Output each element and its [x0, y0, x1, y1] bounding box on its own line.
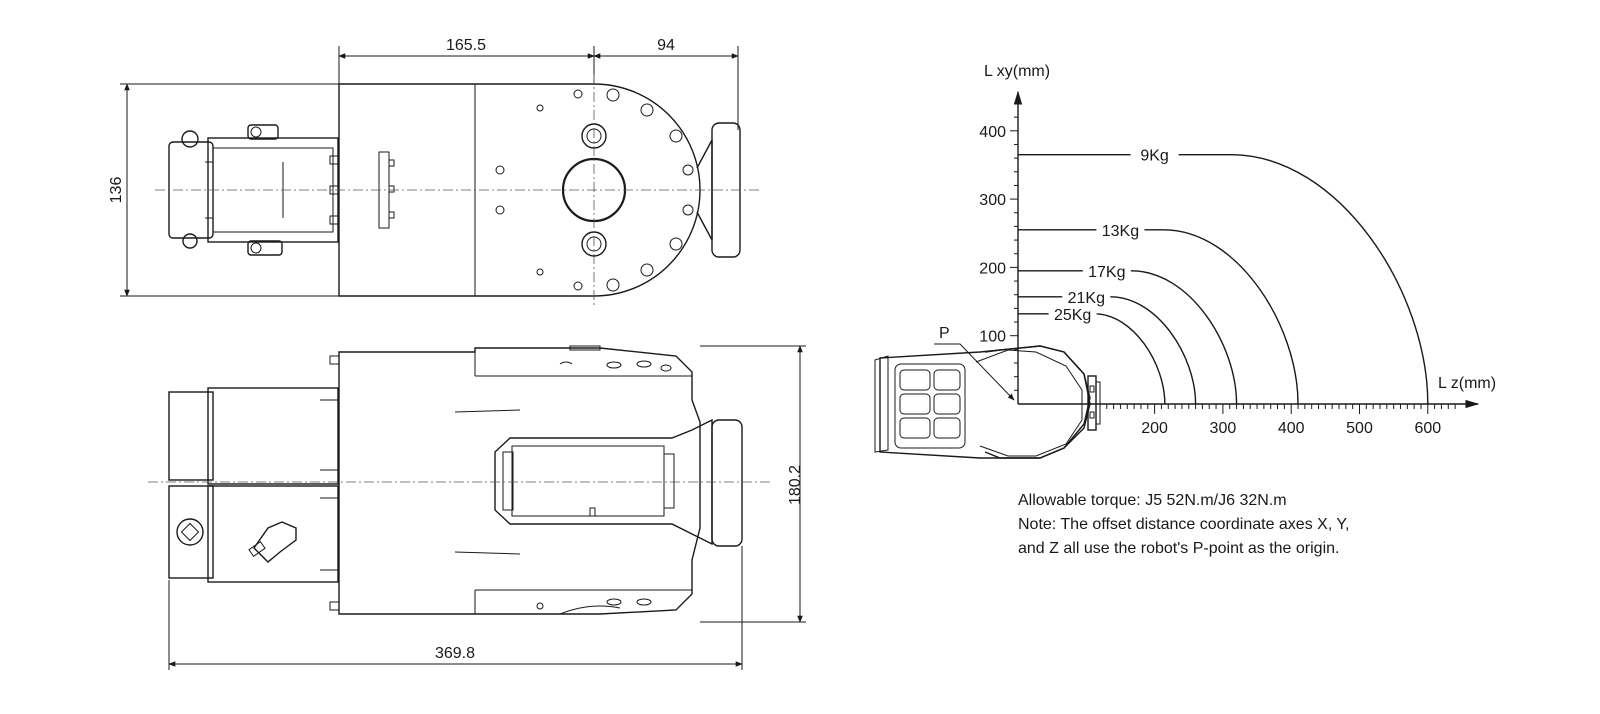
p-point-label: P [939, 325, 950, 342]
load-curve-13kg [1018, 229, 1299, 405]
series-label-bg [1082, 260, 1131, 281]
y-axis-label: L xy(mm) [984, 63, 1050, 80]
note-offset-2: and Z all use the robot's P-point as the… [1018, 540, 1339, 557]
series-label-bg [1096, 219, 1145, 240]
series-label-bg [1062, 286, 1111, 307]
y-tick-labels: 100 200 300 400 [979, 124, 1006, 346]
wrist-outline [874, 345, 1101, 459]
notes-block: Allowable torque: J5 52N.m/J6 32N.m Note… [1018, 492, 1349, 557]
series-label-bg [1048, 303, 1097, 324]
series-label-17kg: 17Kg [1088, 264, 1125, 281]
load-curve-9kg [1018, 154, 1429, 405]
x-tick-500: 500 [1346, 420, 1373, 437]
side-view: 180.2 369.8 [148, 345, 806, 670]
load-curve-21kg [1018, 296, 1197, 405]
bolt-holes [495, 88, 694, 292]
note-offset-1: Note: The offset distance coordinate axe… [1018, 516, 1349, 533]
side-motor [168, 387, 339, 583]
x-tick-200: 200 [1141, 420, 1168, 437]
dim-369-8: 369.8 [435, 645, 475, 662]
load-curve-25kg [1018, 313, 1166, 405]
x-tick-300: 300 [1210, 420, 1237, 437]
load-chart: L xy(mm) L z(mm) 100 200 300 400 200 300… [874, 63, 1496, 459]
top-view-dimensions: 165.5 94 136 [108, 37, 739, 297]
side-body [329, 345, 743, 615]
y-tick-300: 300 [979, 192, 1006, 209]
series-label-25kg: 25Kg [1054, 307, 1091, 324]
dim-136: 136 [108, 177, 125, 204]
dim-94: 94 [657, 37, 675, 54]
x-tick-labels: 200 300 400 500 600 [1141, 420, 1441, 437]
y-tick-200: 200 [979, 260, 1006, 277]
x-tick-600: 600 [1414, 420, 1441, 437]
load-curve-17kg [1018, 270, 1238, 405]
series-label-bg [1130, 144, 1179, 165]
series-label-21kg: 21Kg [1068, 290, 1105, 307]
y-tick-400: 400 [979, 124, 1006, 141]
side-view-dimensions: 180.2 369.8 [168, 345, 806, 670]
x-minor-ticks [1099, 404, 1456, 414]
y-minor-ticks [1010, 102, 1018, 391]
p-point-marker: P [934, 325, 1015, 401]
dim-180-2: 180.2 [787, 465, 804, 505]
dim-165-5: 165.5 [446, 37, 486, 54]
series-label-9kg: 9Kg [1140, 148, 1168, 165]
x-tick-400: 400 [1278, 420, 1305, 437]
series-label-13kg: 13Kg [1102, 223, 1139, 240]
top-view: 165.5 94 136 [108, 37, 760, 306]
chart-axes: L xy(mm) L z(mm) 100 200 300 400 200 300… [979, 63, 1496, 437]
y-tick-100: 100 [979, 329, 1006, 346]
x-axis-label: L z(mm) [1438, 375, 1496, 392]
note-torque: Allowable torque: J5 52N.m/J6 32N.m [1018, 492, 1287, 509]
